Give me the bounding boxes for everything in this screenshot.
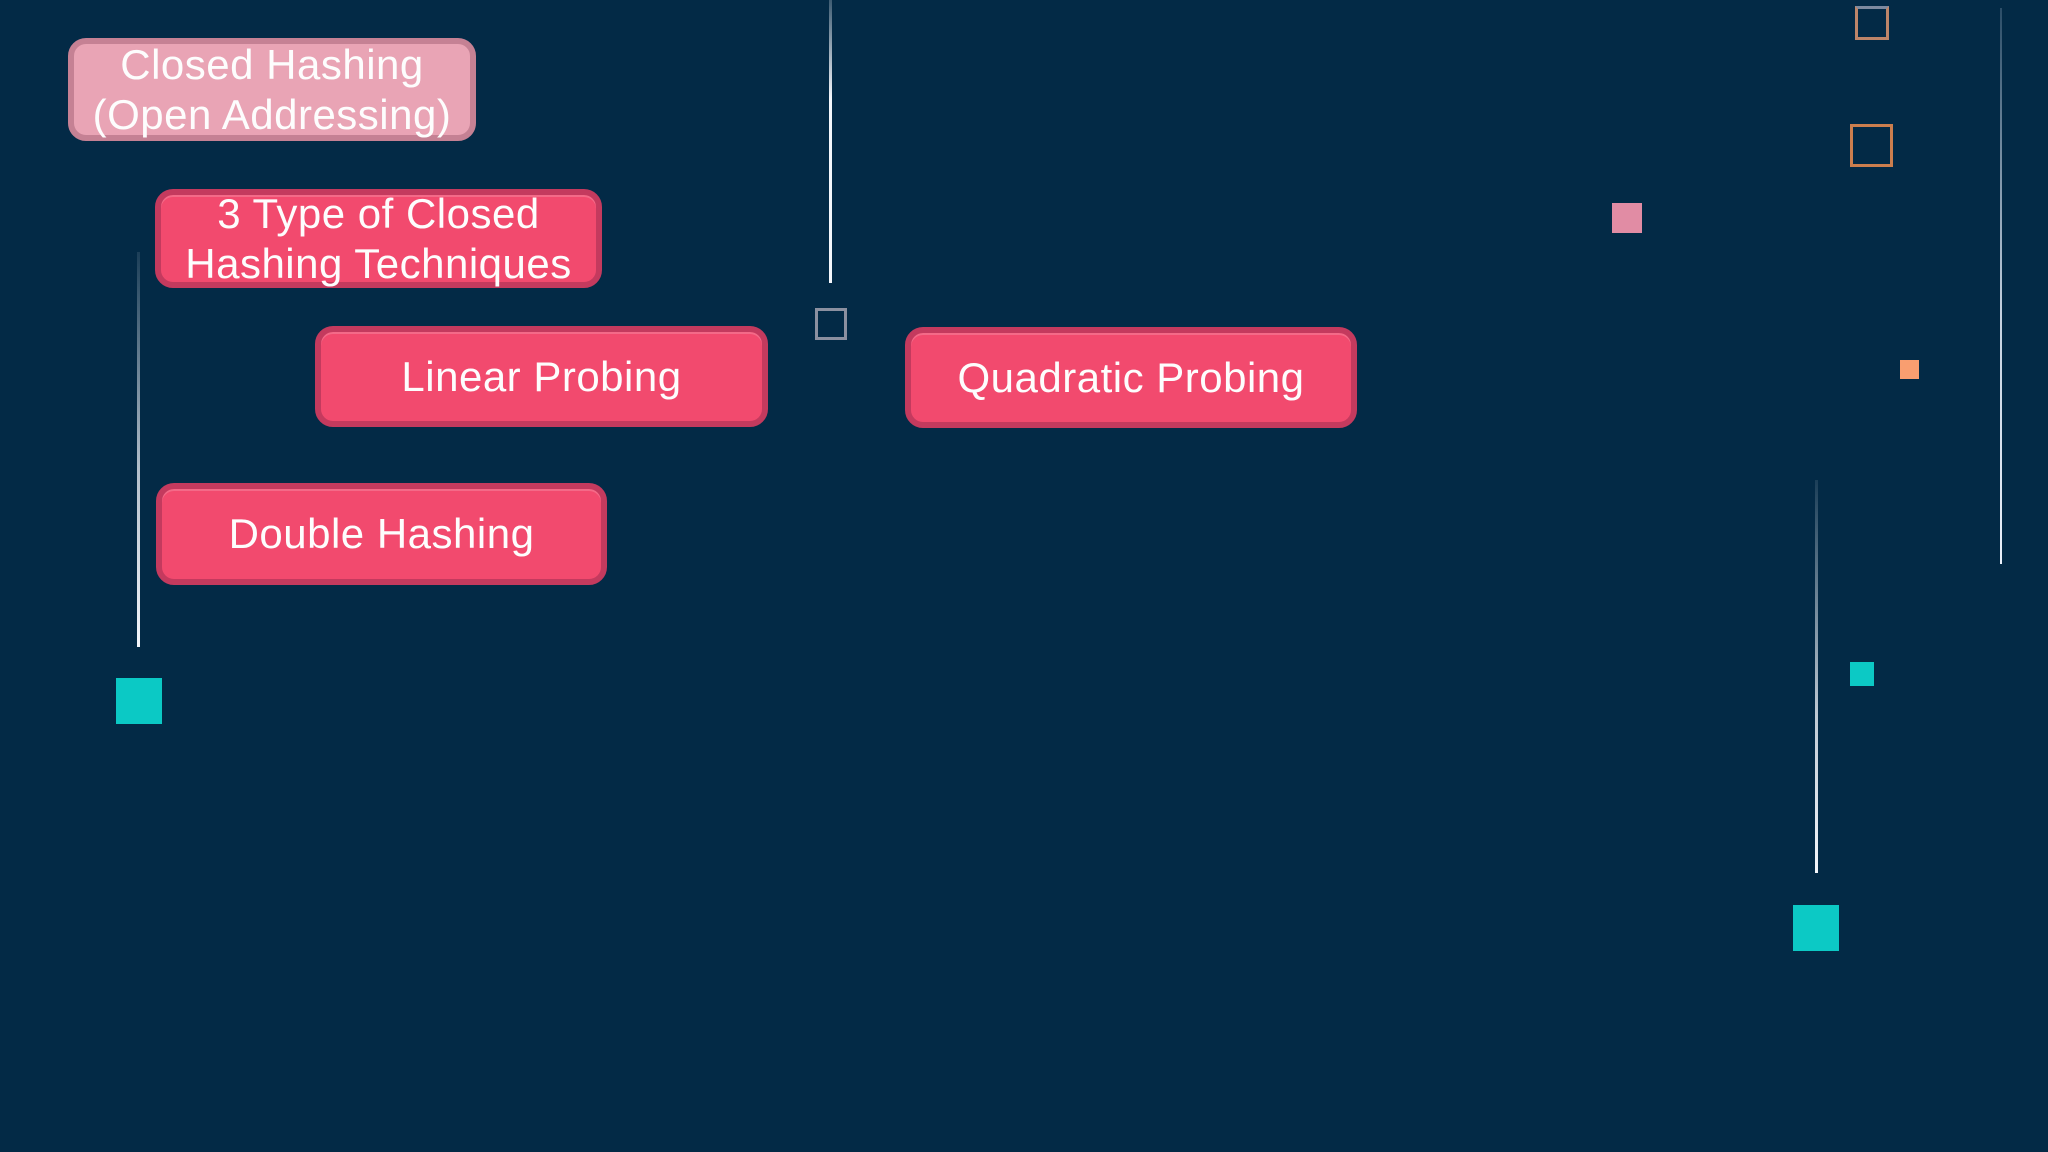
vertical-line-center [829, 0, 832, 283]
node-three-types-heading-label: 3 Type of Closed Hashing Techniques [185, 189, 572, 287]
node-closed-hashing: Closed Hashing (Open Addressing) [68, 38, 476, 141]
vertical-line-right-mid [1815, 480, 1818, 873]
vertical-line-left [137, 252, 140, 647]
node-quadratic-probing-label: Quadratic Probing [957, 353, 1305, 401]
node-quadratic-probing: Quadratic Probing [905, 327, 1357, 428]
node-double-hashing: Double Hashing [156, 483, 607, 585]
outline-square-top-right-icon [1855, 6, 1889, 40]
orange-square-icon [1900, 360, 1919, 379]
node-linear-probing-label: Linear Probing [401, 352, 682, 400]
outline-square-center-icon [815, 308, 847, 340]
node-three-types-heading: 3 Type of Closed Hashing Techniques [155, 189, 602, 288]
node-closed-hashing-label: Closed Hashing (Open Addressing) [92, 40, 452, 138]
teal-square-right-large-icon [1793, 905, 1839, 951]
teal-square-left-icon [116, 678, 162, 724]
outline-square-orange-icon [1850, 124, 1893, 167]
teal-square-right-small-icon [1850, 662, 1874, 686]
pink-square-icon [1612, 203, 1642, 233]
node-double-hashing-label: Double Hashing [228, 510, 535, 558]
node-linear-probing: Linear Probing [315, 326, 768, 427]
vertical-line-far-right [2000, 8, 2002, 564]
